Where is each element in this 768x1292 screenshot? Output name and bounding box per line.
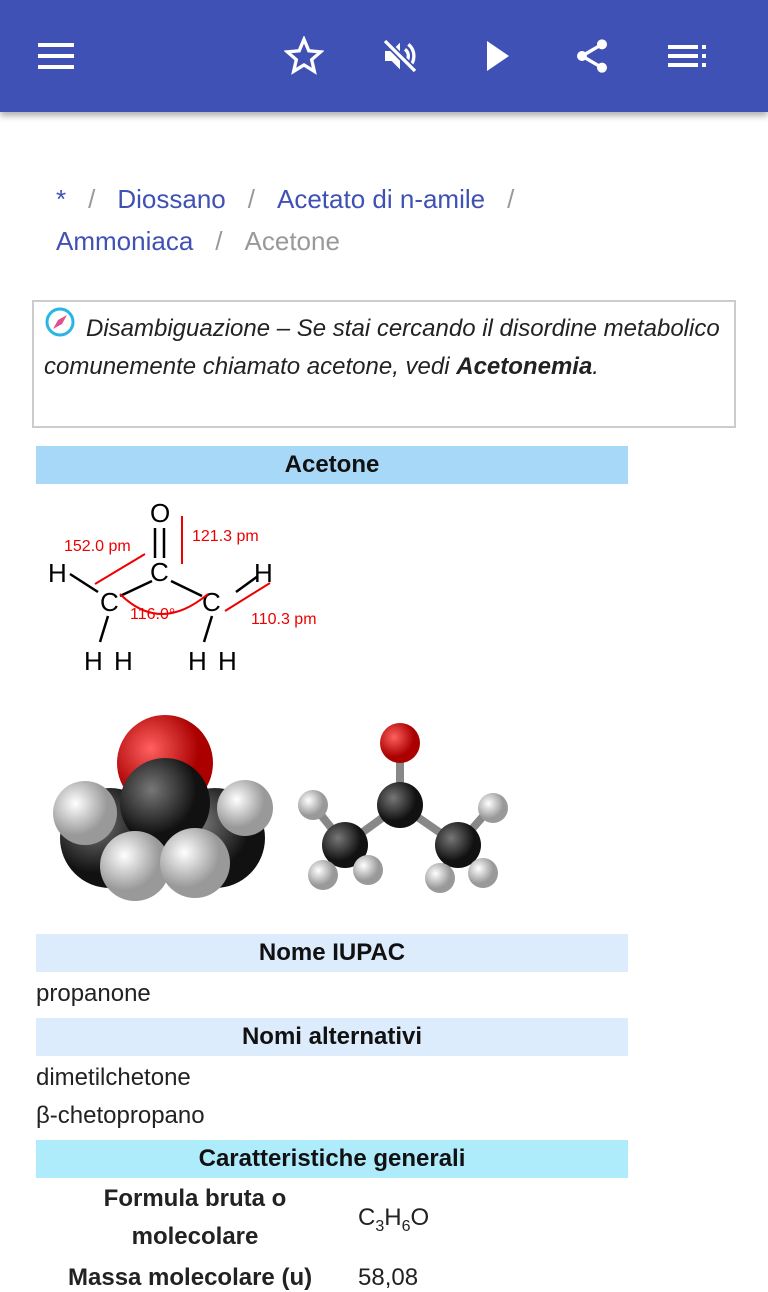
play-button[interactable]: [474, 32, 522, 80]
formula-label: Formula bruta o molecolare: [103, 1185, 287, 1250]
structural-formula: O C C C H H H H H H 152.0 pm 121.3 pm 11…: [48, 498, 317, 676]
mass-value: 58,08: [358, 1264, 419, 1291]
breadcrumb-separator: /: [88, 184, 96, 214]
iupac-header: Nome IUPAC: [36, 934, 628, 972]
bond-length-label: 152.0 pm: [64, 538, 131, 555]
alt-name: β-chetopropano: [36, 1102, 205, 1129]
atom-label: H: [114, 646, 133, 676]
atom-label: H: [254, 558, 273, 588]
atom-label: C: [100, 587, 119, 617]
disambiguation-notice: Disambiguazione – Se stai cercando il di…: [32, 300, 736, 428]
play-icon: [487, 41, 509, 71]
app-bar: [0, 0, 768, 112]
atom-label: O: [150, 498, 170, 528]
breadcrumb-link[interactable]: Ammoniaca: [56, 226, 194, 256]
share-icon: [577, 39, 607, 73]
disambiguation-link[interactable]: Acetonemia: [456, 353, 593, 380]
menu-icon: [38, 43, 74, 69]
atom-label: H: [84, 646, 103, 676]
playlist-icon: [668, 45, 706, 67]
atom-label: C: [150, 557, 169, 587]
breadcrumb-separator: /: [507, 184, 515, 214]
share-button[interactable]: [568, 32, 616, 80]
bond-length-label: 121.3 pm: [192, 528, 259, 545]
iupac-name: propanone: [36, 980, 151, 1007]
favorite-button[interactable]: [280, 32, 328, 80]
alt-name: dimetilchetone: [36, 1064, 191, 1091]
mass-label: Massa molecolare (u): [68, 1264, 313, 1291]
breadcrumb-link[interactable]: Diossano: [117, 184, 226, 214]
ball-and-stick-model: [298, 723, 508, 893]
atom-label: C: [202, 587, 221, 617]
bond-length-label: 110.3 pm: [251, 611, 317, 628]
atom-label: H: [48, 558, 67, 588]
space-filling-model: [53, 715, 273, 901]
breadcrumb-separator: /: [215, 226, 223, 256]
disambiguation-text: Disambiguazione – Se stai cercando il di…: [44, 315, 720, 380]
star-icon: [284, 36, 324, 75]
infobox-title: Acetone: [36, 446, 628, 484]
menu-button[interactable]: [32, 32, 80, 80]
breadcrumb-link[interactable]: Acetato di n-amile: [277, 184, 486, 214]
atom-label: H: [188, 646, 207, 676]
mute-button[interactable]: [376, 32, 424, 80]
breadcrumb-link[interactable]: *: [56, 184, 67, 214]
formula-value: C3H6O: [358, 1204, 430, 1235]
alt-names-header: Nomi alternativi: [36, 1018, 628, 1056]
volume-off-icon: [382, 38, 418, 74]
molecule-3d-models: [53, 715, 508, 901]
breadcrumb-separator: /: [247, 184, 255, 214]
breadcrumb-current: Acetone: [244, 226, 340, 256]
breadcrumb: * / Diossano / Acetato di n-amile / Ammoniaca /…: [56, 178, 736, 262]
general-header: Caratteristiche generali: [36, 1140, 628, 1178]
disambiguation-end: .: [592, 353, 599, 380]
atom-label: H: [218, 646, 237, 676]
bond-angle-label: 116.0°: [130, 606, 175, 623]
contents-button[interactable]: [664, 32, 712, 80]
compass-icon: [45, 307, 75, 337]
